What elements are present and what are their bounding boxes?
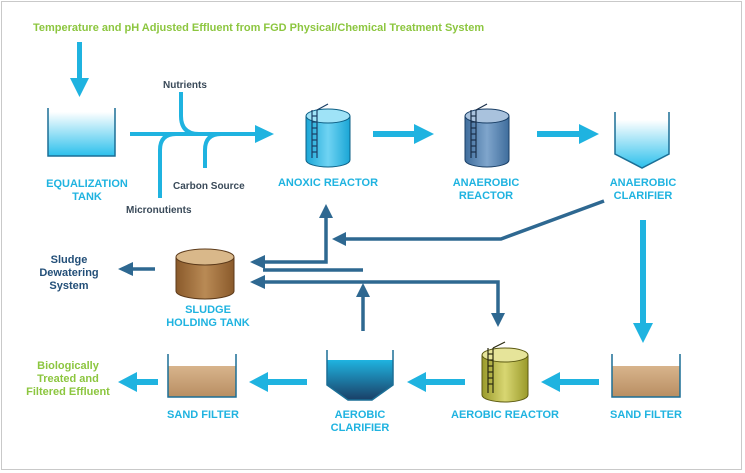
anaerobic-label-line2: REACTOR — [458, 190, 514, 202]
effluent-label: Biologically Treated and Filtered Efflue… — [20, 360, 116, 399]
sludge-arrowheads — [118, 204, 505, 327]
aerobic-clarifier-label-line2: CLARIFIER — [330, 422, 390, 434]
anoxic-reactor-icon — [305, 103, 351, 168]
effluent-line3: Filtered Effluent — [26, 386, 110, 398]
anaerobic-clarifier-icon — [614, 112, 670, 169]
effluent-line2: Treated and — [37, 373, 99, 385]
sand-filter-left-label: SAND FILTER — [167, 409, 239, 421]
sludge-dewatering-label: Sludge Dewatering System — [30, 254, 108, 293]
anaerobic-clarifier-label: ANAEROBIC CLARIFIER — [597, 177, 689, 203]
anaerobic-reactor-label: ANAEROBIC REACTOR — [440, 177, 532, 203]
influent-arrow — [70, 42, 89, 97]
clarifier-to-sand-filter-arrow — [633, 220, 653, 343]
sludge-return-lines — [130, 199, 605, 331]
clarifier-to-sand-filter-left-arrow — [249, 372, 307, 392]
aerobic-clarifier-icon — [326, 350, 394, 401]
sand-filter-left-icon — [167, 354, 237, 398]
anaerobic-reactor-icon — [464, 103, 510, 168]
sludge-holding-label-line1: SLUDGE — [185, 304, 231, 316]
anaerobic-label-line1: ANAEROBIC — [452, 177, 520, 189]
sand-filter-to-aerobic-reactor-arrow — [541, 372, 599, 392]
effluent-line1: Biologically — [37, 360, 99, 372]
anoxic-reactor-label: ANOXIC REACTOR — [277, 177, 379, 189]
micronutrients-label: Micronutients — [126, 205, 192, 216]
sludge-dewatering-line1: Sludge — [50, 254, 88, 266]
sludge-dewatering-line3: System — [49, 280, 89, 292]
anoxic-to-anaerobic-arrow — [373, 124, 434, 144]
nutrients-label: Nutrients — [163, 80, 207, 91]
equalization-to-anoxic-arrowhead — [255, 125, 274, 143]
aerobic-reactor-to-clarifier-arrow — [407, 372, 465, 392]
sludge-holding-tank-icon — [175, 248, 235, 300]
chemical-feed-lines — [130, 92, 258, 198]
equalization-tank-label: EQUALIZATION TANK — [38, 178, 136, 204]
equalization-tank-icon — [47, 108, 116, 157]
effluent-arrow — [118, 372, 158, 392]
anaerobic-clarifier-label-line1: ANAEROBIC — [609, 177, 677, 189]
influent-label: Temperature and pH Adjusted Effluent fro… — [33, 22, 485, 34]
anaerobic-clarifier-label-line2: CLARIFIER — [613, 190, 673, 202]
carbon-source-label: Carbon Source — [173, 181, 245, 192]
equalization-label-line2: TANK — [72, 191, 102, 203]
equalization-label-line1: EQUALIZATION — [46, 178, 128, 190]
anaerobic-to-clarifier-arrow — [537, 124, 599, 144]
aerobic-reactor-label: AEROBIC REACTOR — [451, 409, 559, 421]
sand-filter-right-label: SAND FILTER — [610, 409, 682, 421]
aerobic-clarifier-label-line1: AEROBIC — [334, 409, 386, 421]
sludge-dewatering-line2: Dewatering — [39, 267, 99, 279]
aerobic-clarifier-label: AEROBIC CLARIFIER — [314, 409, 406, 435]
sand-filter-right-icon — [611, 354, 681, 398]
aerobic-reactor-icon — [481, 341, 529, 403]
sludge-holding-tank-label: SLUDGE HOLDING TANK — [160, 304, 256, 330]
sludge-holding-label-line2: HOLDING TANK — [166, 317, 250, 329]
